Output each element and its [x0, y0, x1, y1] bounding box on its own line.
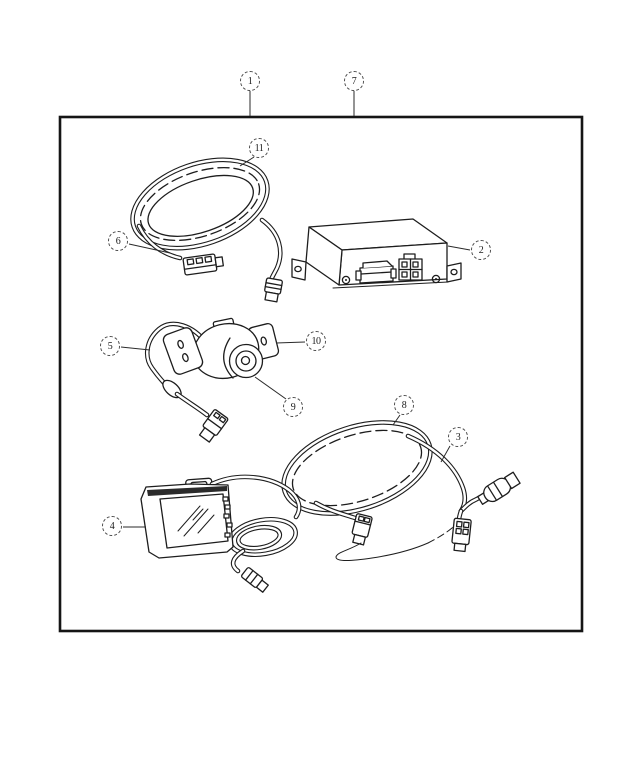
callout-10: 10 [306, 331, 326, 351]
frame-border [58, 115, 584, 633]
callout-6: 6 [108, 231, 128, 251]
camera-lens [228, 343, 264, 379]
harness-connector-right [451, 517, 472, 553]
module-port-a [355, 260, 397, 284]
callout-leader-lines [120, 91, 471, 528]
callout-5: 5 [100, 336, 120, 356]
camera-drawing [144, 317, 280, 443]
barrel-connector [477, 471, 521, 505]
harness-connector-center [351, 513, 373, 546]
plug-connector [264, 277, 283, 303]
display-cable-connector [241, 567, 269, 593]
control-module-drawing [291, 218, 462, 289]
callout-7: 7 [344, 71, 364, 91]
coiled-harness-lower-drawing [281, 420, 521, 561]
callout-3: 3 [448, 427, 468, 447]
multi-pin-connector [182, 253, 224, 276]
module-port-b [398, 253, 423, 281]
coiled-harness-upper-drawing [130, 157, 283, 303]
callout-1: 1 [240, 71, 260, 91]
callout-11: 11 [249, 138, 269, 158]
display-screen [159, 493, 229, 549]
callout-9: 9 [283, 397, 303, 417]
callout-2: 2 [471, 240, 491, 260]
callout-8: 8 [394, 395, 414, 415]
display-side-buttons [222, 496, 233, 538]
callout-4: 4 [102, 516, 122, 536]
camera-bracket-left [162, 327, 204, 375]
camera-connector [198, 409, 229, 443]
display-monitor-drawing [140, 474, 302, 593]
